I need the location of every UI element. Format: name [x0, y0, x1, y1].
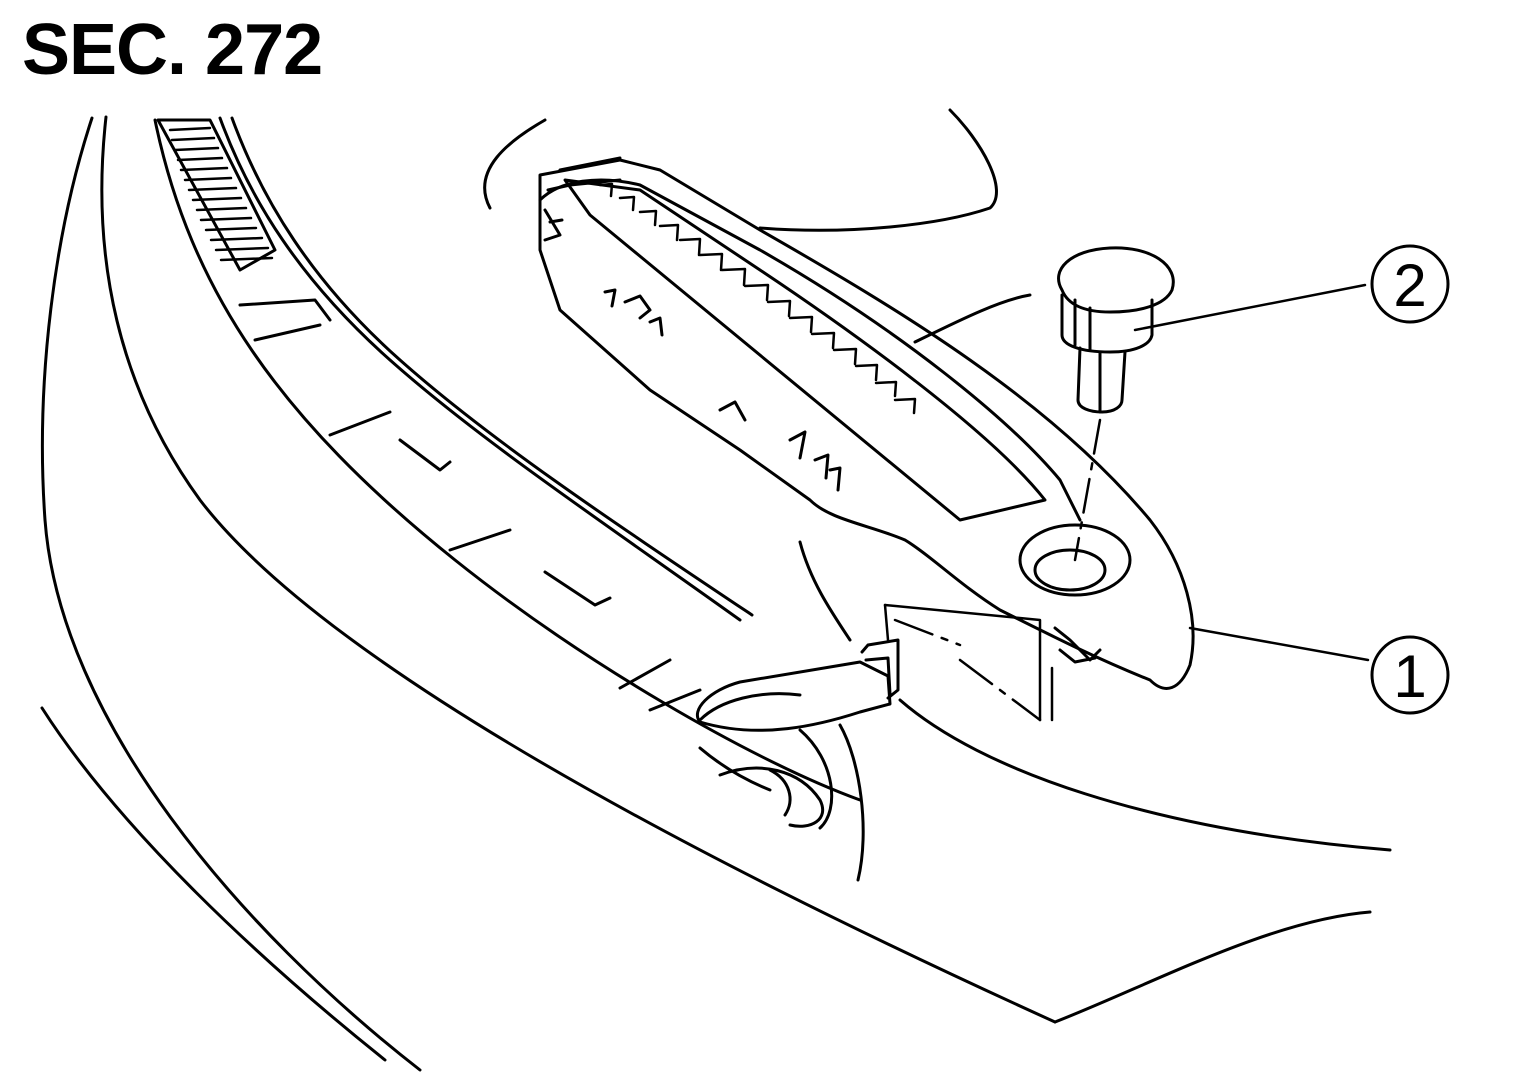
- clip-hole: [1018, 523, 1132, 597]
- clip: [1057, 246, 1175, 414]
- section-title: SEC. 272: [22, 10, 323, 90]
- callout-2: 2: [1370, 244, 1450, 324]
- leader-lines: [1133, 283, 1370, 662]
- vent-slats: [168, 126, 274, 262]
- leader-line-1: [1188, 626, 1370, 662]
- callout-1: 1: [1370, 635, 1450, 715]
- screwdriver-tool: [696, 638, 900, 732]
- body-outline-curves: [40, 115, 1372, 1072]
- cover-slats: [598, 182, 917, 415]
- left-cowl-vent: [156, 116, 754, 712]
- leader-line-2: [1133, 283, 1367, 332]
- cowl-top-cover: [538, 156, 1195, 690]
- callout-1-label: 1: [1393, 643, 1426, 710]
- callout-2-label: 2: [1393, 252, 1426, 319]
- alignment-lines: [883, 418, 1102, 722]
- hood-curves: [483, 108, 1392, 852]
- wiper-pivot-area: [698, 692, 865, 882]
